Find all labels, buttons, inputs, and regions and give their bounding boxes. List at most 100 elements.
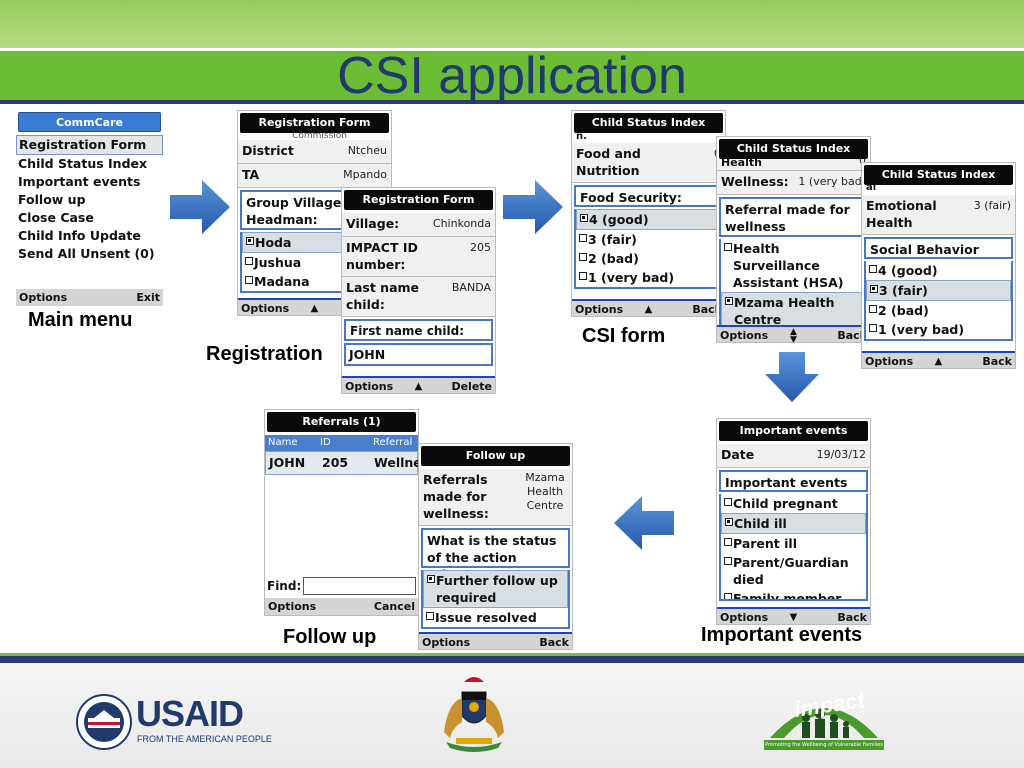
option-parent-guardian-died[interactable]: Parent/Guardian died	[721, 553, 866, 589]
referrals-screen: Referrals (1) Name ID Referral JOHN 205 …	[264, 409, 419, 616]
option-4-good[interactable]: 4 (good)	[576, 209, 721, 230]
wellness-label: Wellness:	[721, 174, 789, 189]
food-nutrition-label: Food and Nutrition	[576, 146, 641, 178]
option-child-ill[interactable]: Child ill	[721, 513, 866, 534]
options-button[interactable]: Options	[345, 380, 394, 393]
delete-button[interactable]: Delete	[451, 380, 492, 393]
food-nutrition-row: Food and Nutrition0	[572, 143, 725, 183]
registration-header: Registration Form	[240, 113, 389, 133]
back-button[interactable]: Back	[982, 355, 1012, 368]
back-button[interactable]: Back	[837, 329, 867, 342]
option-family-member[interactable]: Family member	[721, 589, 866, 599]
label-main-menu: Main menu	[28, 309, 133, 331]
option-4-good[interactable]: 4 (good)	[866, 261, 1011, 280]
cancel-button[interactable]: Cancel	[373, 600, 415, 613]
status-question: What is the status of the action taken?	[421, 528, 570, 582]
partial-text: al	[866, 185, 877, 193]
column-id: ID	[320, 437, 331, 448]
option-mzama-health-centre[interactable]: Mzama Health Centre	[721, 292, 866, 330]
up-arrow-icon: ▲	[310, 303, 319, 314]
footer-divider	[0, 653, 1024, 663]
date-label: Date	[721, 447, 755, 462]
csi-header: Child Status Index	[719, 139, 868, 159]
usaid-logo: USAID FROM THE AMERICAN PEOPLE	[76, 694, 276, 750]
back-button[interactable]: Back	[692, 303, 722, 316]
options-button[interactable]: Options	[865, 355, 914, 368]
referrals-column-headers: Name ID Referral	[265, 435, 418, 451]
option-1-very-bad[interactable]: 1 (very bad)	[866, 320, 1011, 339]
label-follow-up: Follow up	[283, 626, 377, 648]
usaid-wordmark: USAID	[136, 693, 244, 734]
impact-id-label: IMPACT ID number:	[346, 240, 418, 272]
option-3-fair[interactable]: 3 (fair)	[576, 230, 721, 249]
ta-value: Mpando	[343, 168, 387, 181]
last-name-row: Last name child: BANDA	[342, 277, 495, 317]
exit-button[interactable]: Exit	[136, 291, 160, 304]
back-button[interactable]: Back	[539, 636, 569, 649]
impact-arc-icon	[770, 708, 878, 738]
option-parent-ill[interactable]: Parent ill	[721, 534, 866, 553]
menu-item-child-info-update[interactable]: Child Info Update	[18, 228, 141, 243]
menu-item-registration-form[interactable]: Registration Form	[16, 135, 163, 155]
option-jushua[interactable]: Jushua	[242, 253, 387, 272]
menu-item-important-events[interactable]: Important events	[18, 174, 141, 189]
referrals-made-value: Mzama Health Centre	[525, 471, 565, 512]
ta-row: TA Mpando	[238, 164, 391, 188]
option-hsa[interactable]: Health Surveillance Assistant (HSA)	[721, 239, 866, 292]
up-arrow-icon: ▲	[934, 356, 943, 367]
row-name: JOHN	[269, 455, 306, 470]
first-name-input[interactable]: JOHN	[344, 343, 493, 366]
ta-label: TA	[242, 167, 260, 182]
district-value: Ntcheu	[347, 144, 387, 157]
usaid-text: USAID	[136, 693, 244, 734]
table-row[interactable]: JOHN 205 Wellness	[265, 451, 418, 475]
options-button[interactable]: Options	[268, 600, 317, 613]
follow-up-screen: Follow up Referrals made for wellness:Mz…	[418, 443, 573, 650]
menu-item-follow-up[interactable]: Follow up	[18, 192, 86, 207]
options-button[interactable]: Options	[422, 636, 471, 649]
social-behavior-question: Social Behavior	[864, 237, 1013, 259]
option-further-follow-up[interactable]: Further follow up required	[423, 570, 568, 608]
csi-screen-2: Child Status Index Health0 Wellness: 1 (v…	[716, 136, 871, 343]
partial-row: Health0	[717, 159, 870, 171]
arrow-right-icon	[503, 180, 563, 234]
title-band	[0, 48, 1024, 104]
last-name-value: BANDA	[451, 281, 491, 294]
option-1-very-bad[interactable]: 1 (very bad)	[576, 268, 721, 287]
row-referral: Wellness	[374, 455, 418, 470]
last-name-label: Last name child:	[346, 280, 420, 312]
district-label: District	[242, 143, 294, 158]
usaid-seal-icon	[76, 694, 132, 750]
column-referral: Referral	[373, 437, 413, 448]
impact-logo: impact Promoting the Wellbeing of Vulner…	[764, 687, 884, 752]
back-button[interactable]: Back	[837, 611, 867, 624]
emotional-health-label: Emotional Health	[866, 198, 937, 230]
wellness-value: 1 (very bad)	[798, 175, 866, 188]
option-2-bad[interactable]: 2 (bad)	[576, 249, 721, 268]
options-button[interactable]: Options	[575, 303, 624, 316]
date-value: 19/03/12	[816, 448, 866, 461]
label-csi-form: CSI form	[582, 325, 666, 347]
option-child-pregnant[interactable]: Child pregnant	[721, 494, 866, 513]
referrals-made-row: Referrals made for wellness:Mzama Health…	[419, 469, 572, 526]
options-button[interactable]: Options	[19, 291, 68, 304]
option-madana[interactable]: Madana	[242, 272, 387, 291]
food-security-question: Food Security:	[574, 185, 723, 207]
options-button[interactable]: Options	[720, 611, 769, 624]
options-button[interactable]: Options	[241, 302, 290, 315]
option-2-bad[interactable]: 2 (bad)	[866, 301, 1011, 320]
option-3-fair[interactable]: 3 (fair)	[866, 280, 1011, 301]
coat-of-arms-icon	[444, 677, 504, 752]
find-label: Find:	[267, 579, 302, 593]
find-input[interactable]	[303, 577, 416, 595]
menu-item-close-case[interactable]: Close Case	[18, 210, 94, 225]
options-button[interactable]: Options	[720, 329, 769, 342]
menu-item-child-status-index[interactable]: Child Status Index	[18, 156, 148, 171]
wellness-row: Wellness: 1 (very bad)	[717, 171, 870, 195]
emotional-health-value: 3 (fair)	[973, 199, 1011, 212]
option-issue-resolved[interactable]: Issue resolved	[423, 608, 568, 627]
menu-item-send-all-unsent[interactable]: Send All Unsent (0)	[18, 246, 155, 261]
main-menu-screen: CommCare Registration Form Child Status …	[16, 110, 163, 306]
usaid-tagline: FROM THE AMERICAN PEOPLE	[137, 734, 272, 744]
